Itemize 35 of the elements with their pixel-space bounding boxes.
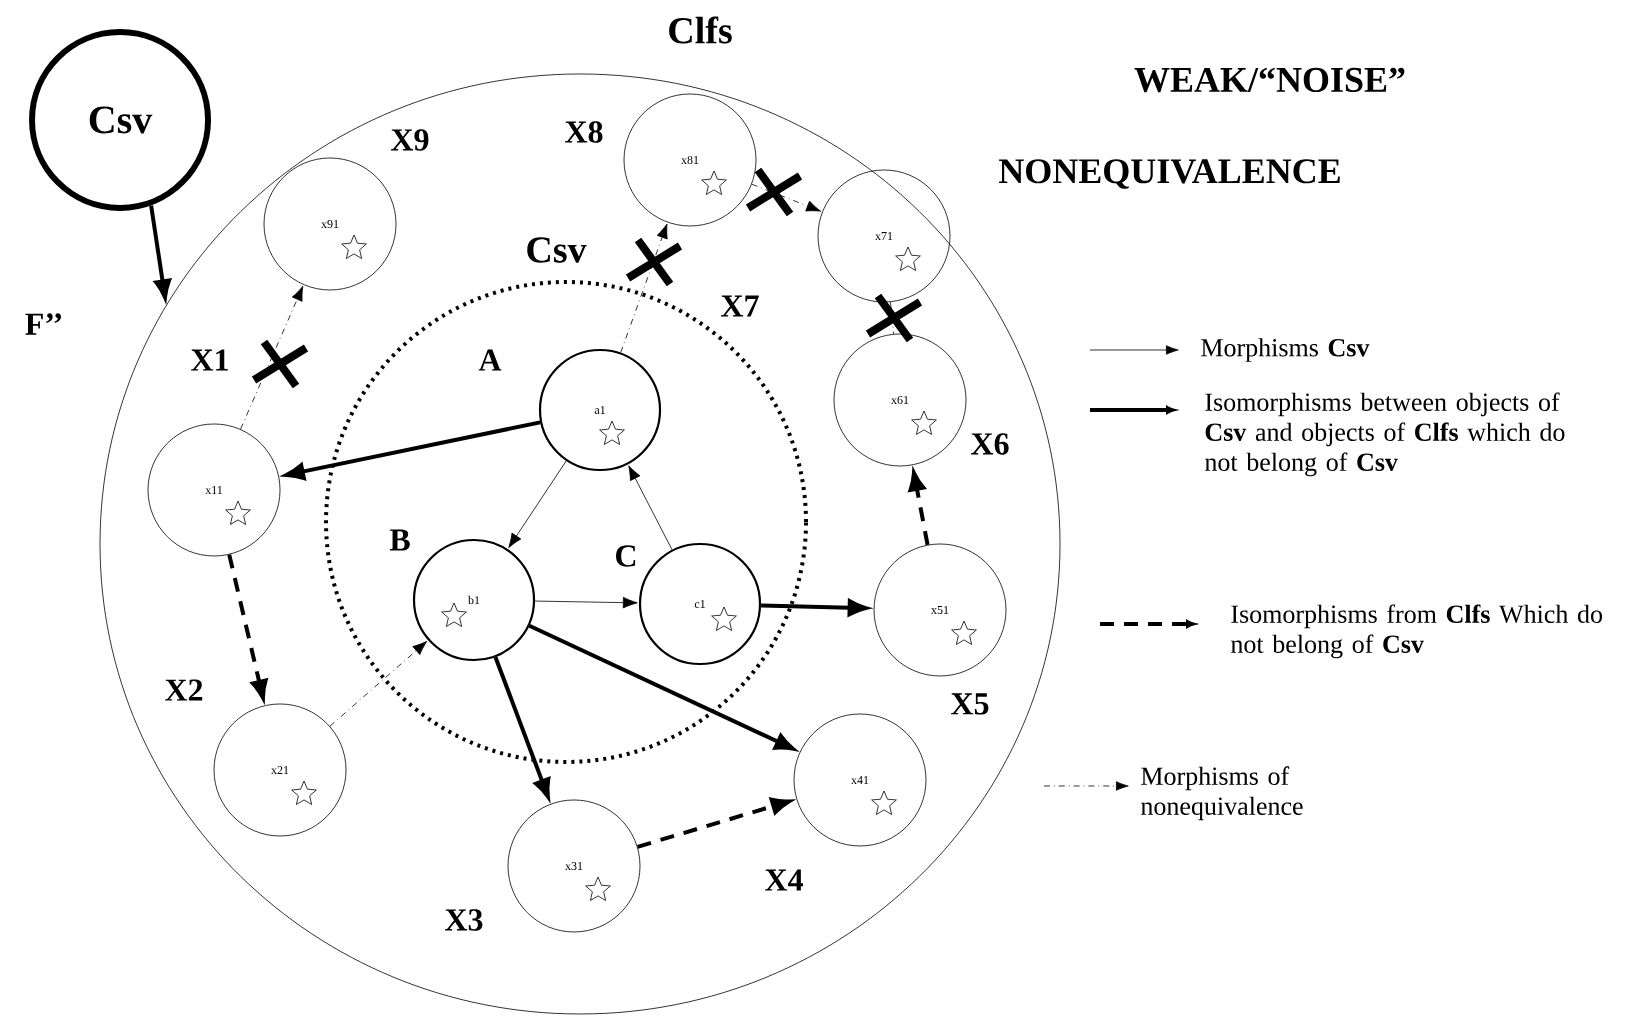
- arrow: [534, 596, 638, 609]
- arrow: [637, 797, 791, 849]
- object-label: X7: [721, 295, 759, 317]
- arrow: [149, 205, 171, 300]
- arrow: [493, 656, 551, 799]
- object-label: X4: [765, 869, 803, 891]
- object-label: C: [616, 545, 636, 567]
- object-label: A: [478, 349, 502, 371]
- arrow: [620, 223, 668, 353]
- object-label: X1: [191, 349, 228, 371]
- object-label: X9: [391, 129, 429, 151]
- arrow: [284, 420, 541, 480]
- arrow: [761, 599, 868, 617]
- arrow: [628, 465, 673, 551]
- arrow: [528, 624, 795, 751]
- arrow: [227, 554, 268, 700]
- arrow: [329, 640, 428, 727]
- object-label: B: [389, 529, 410, 551]
- arrow: [240, 285, 304, 430]
- object-label: X2: [165, 679, 203, 701]
- heading: NONEQUIVALENCE: [999, 159, 1340, 189]
- object-label: X5: [951, 693, 989, 715]
- legend-text: Morphisms Csv: [1201, 338, 1370, 362]
- heading: WEAK/“NOISE”: [1134, 67, 1405, 93]
- object-label: X3: [445, 909, 483, 931]
- object-label: X6: [971, 433, 1009, 455]
- arrow: [508, 460, 567, 549]
- circle-heading: Csv: [527, 237, 587, 263]
- arrow: [751, 183, 822, 212]
- edge-label: F’’: [22, 311, 66, 337]
- object-label: X8: [565, 121, 603, 143]
- circle-heading: Clfs: [669, 16, 732, 44]
- legend-text: Isomorphisms between objects of Csv and objects of Clfs which do not belong of Csv: [1205, 392, 1565, 477]
- legend-text: Isomorphisms from Clfs Which do not belong of Csv: [1231, 604, 1603, 659]
- legend-text: Morphisms of nonequivalence: [1141, 766, 1303, 821]
